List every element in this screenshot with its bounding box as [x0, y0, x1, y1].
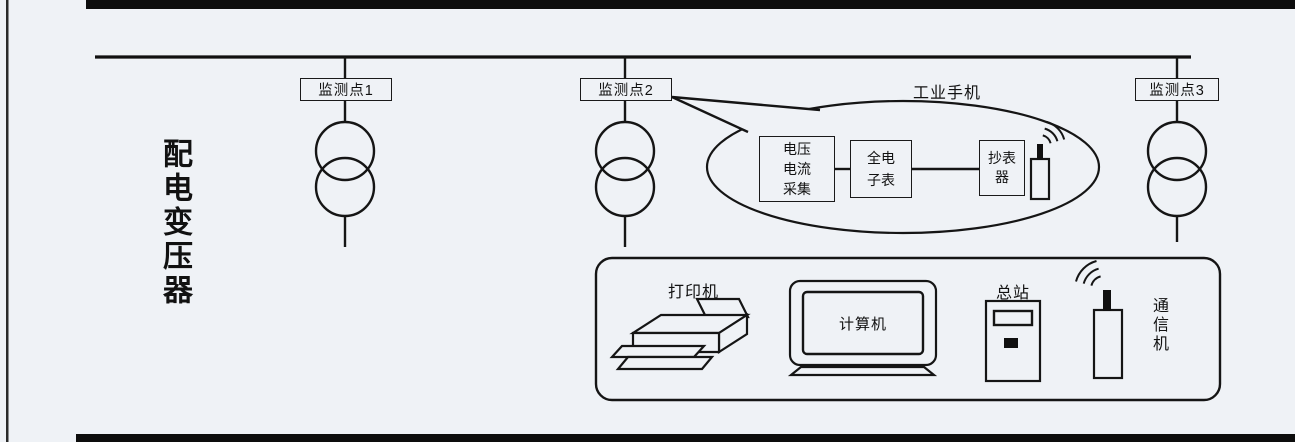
printer-icon	[609, 297, 751, 371]
scan-edge-bottom	[76, 434, 1295, 442]
scan-edge-top	[86, 0, 1295, 9]
transformer-2-circle-bottom	[594, 156, 656, 218]
callout-tail-edge-lower	[671, 95, 749, 134]
transformer-3-circle-bottom	[1146, 156, 1208, 218]
monitor-outer	[788, 279, 938, 367]
meter-reader-box: 抄表器	[979, 140, 1025, 196]
industrial-handset-label: 工业手机	[913, 85, 982, 102]
printer-output-tray	[615, 355, 715, 371]
comm-unit-body	[1092, 308, 1124, 380]
scan-edge-left	[6, 0, 9, 442]
transformer-2-circle-top	[594, 120, 656, 182]
transformer-3-circle-top	[1146, 120, 1208, 182]
comm-unit-icon	[1075, 260, 1124, 380]
communication-unit-label: 通信机	[1150, 297, 1167, 354]
transformer-1-circle-bottom	[314, 156, 376, 218]
master-station-group	[594, 256, 1222, 402]
master-unit-icon	[984, 299, 1042, 383]
monitor-screen	[801, 290, 925, 356]
printer-label: 打印机	[668, 284, 720, 301]
transformer-1-circle-top	[314, 120, 376, 182]
computer-icon	[787, 279, 938, 377]
master-station-label: 总站	[995, 285, 1030, 302]
master-unit-display	[992, 309, 1034, 327]
printer-output-paper	[609, 344, 707, 359]
wireless-wave-icon	[1046, 120, 1066, 140]
monitor-point-3-label: 监测点3	[1135, 78, 1219, 101]
handheld-device-body	[1029, 157, 1051, 201]
monitor-point-2-label: 监测点2	[580, 78, 672, 101]
callout-tail-edge-upper	[671, 95, 821, 112]
master-unit-slot	[1004, 338, 1018, 348]
voltage-current-acquisition-box: 电压 电流 采集	[759, 136, 835, 202]
callout-tail-fill	[672, 97, 820, 132]
comm-unit-antenna	[1103, 290, 1111, 311]
wireless-wave-icon	[1090, 275, 1101, 286]
monitor-point-1-label: 监测点1	[300, 78, 392, 101]
station-enclosure	[594, 256, 1222, 402]
wireless-wave-icon	[1075, 260, 1097, 282]
electronic-meter-box: 全电 子表	[850, 140, 912, 198]
distribution-transformer-label: 配电变压器	[158, 138, 191, 308]
computer-label: 计算机	[838, 315, 887, 333]
handheld-antenna	[1037, 144, 1043, 160]
transformer-symbol-2	[594, 57, 656, 247]
wireless-wave-icon	[1042, 134, 1052, 144]
wireless-wave-icon	[1082, 267, 1099, 284]
monitor-base	[787, 365, 938, 377]
wireless-wave-icon	[1044, 127, 1059, 142]
